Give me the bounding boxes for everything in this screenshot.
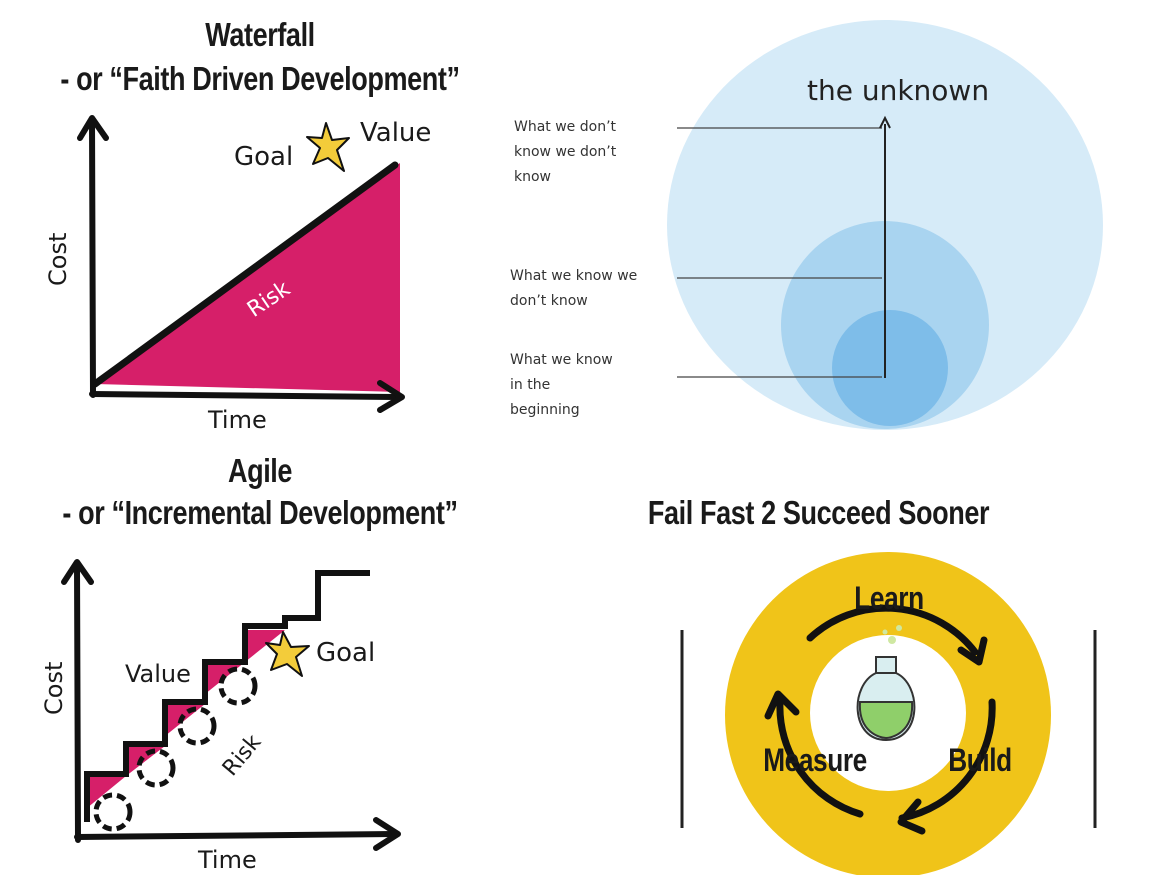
agile-goal-label: Goal <box>316 638 376 668</box>
arrow-learn-to-build <box>806 604 979 656</box>
waterfall-x-arrowhead <box>377 380 405 413</box>
agile-subtitle: - or “Incremental Development” <box>62 494 458 531</box>
agile-risk-step-1 <box>87 776 126 808</box>
waterfall-y-arrowhead <box>77 115 109 141</box>
waterfall-goal-label: Goal <box>234 142 294 172</box>
loop-icon <box>93 792 133 832</box>
loop-icon <box>218 666 258 706</box>
fail-fast-panel: Fail Fast 2 Succeed Sooner Learn Build M… <box>520 440 1157 875</box>
agile-y-arrowhead <box>61 559 94 585</box>
learn-label: Learn <box>854 580 924 616</box>
agile-x-axis <box>74 831 398 840</box>
agile-x-arrowhead <box>373 817 401 851</box>
waterfall-y-axis <box>89 117 96 398</box>
waterfall-cost-label: Cost <box>44 232 72 286</box>
unknown-circles <box>667 20 1103 430</box>
agile-risk-step-3 <box>165 704 205 736</box>
agile-risk-step-2 <box>126 746 165 776</box>
build-label: Build <box>948 742 1012 778</box>
agile-value-label: Value <box>125 660 191 688</box>
agile-title: Agile <box>227 452 293 489</box>
arrow-measure-to-learn-head <box>764 690 800 720</box>
fail-fast-cycle <box>680 552 1097 875</box>
agile-value-stairs <box>84 570 370 822</box>
agile-iteration-loops <box>93 666 258 832</box>
agile-chart <box>61 559 401 851</box>
agile-risk-step-5 <box>245 630 285 662</box>
unknown-title: the unknown <box>807 74 990 107</box>
agile-y-axis <box>74 561 81 843</box>
waterfall-title: Waterfall <box>205 16 315 53</box>
agile-panel: Agile - or “Incremental Development” Val… <box>0 440 520 875</box>
arrow-learn-to-build-head <box>957 636 988 666</box>
loop-icon <box>177 706 217 746</box>
fail-fast-title: Fail Fast 2 Succeed Sooner <box>647 494 990 531</box>
star-icon <box>265 631 310 677</box>
label-unknown-unknowns: What we don’t know we don’t know <box>514 119 617 185</box>
waterfall-time-label: Time <box>208 406 267 434</box>
waterfall-value-label: Value <box>360 118 432 148</box>
label-known-unknowns: What we know we don’t know <box>510 268 638 309</box>
loop-icon <box>136 748 176 788</box>
waterfall-subtitle: - or “Faith Driven Development” <box>60 60 460 97</box>
arrow-measure-to-learn <box>776 698 864 818</box>
arrow-build-to-measure <box>898 698 996 822</box>
unknown-panel: the unknown What we don’t know we don’t … <box>500 0 1157 440</box>
flask-icon <box>856 625 916 742</box>
label-known-in-beginning: What we know in the beginning <box>510 352 613 418</box>
waterfall-chart <box>77 115 405 413</box>
agile-cost-label: Cost <box>40 661 68 715</box>
waterfall-x-axis <box>89 391 401 400</box>
arrow-build-to-measure-head <box>897 798 926 835</box>
agile-time-label: Time <box>198 846 257 874</box>
unknown-arrowhead <box>879 115 891 129</box>
waterfall-panel: Waterfall - or “Faith Driven Development… <box>0 0 520 440</box>
waterfall-value-line <box>91 161 399 388</box>
star-icon <box>306 122 350 172</box>
inner-circle <box>832 310 948 426</box>
measure-label: Measure <box>763 742 867 778</box>
